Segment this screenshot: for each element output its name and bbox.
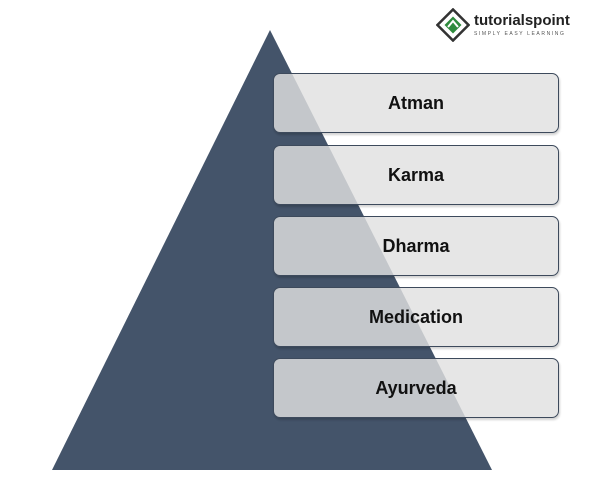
- logo-name: tutorialspoint: [474, 12, 570, 29]
- level-karma: Karma: [273, 145, 559, 205]
- logo-tagline: SIMPLY EASY LEARNING: [474, 31, 566, 37]
- level-label: Medication: [368, 306, 463, 327]
- level-label: Dharma: [382, 235, 450, 256]
- level-dharma: Dharma: [273, 216, 559, 276]
- level-ayurveda: Ayurveda: [273, 358, 559, 418]
- level-label: Karma: [387, 164, 445, 185]
- level-label: Ayurveda: [375, 377, 457, 398]
- level-atman: Atman: [273, 73, 559, 133]
- level-label: Atman: [387, 92, 444, 113]
- tutorialspoint-logo[interactable]: tutorialspoint SIMPLY EASY LEARNING: [436, 6, 586, 46]
- level-medication: Medication: [273, 287, 559, 347]
- tutorialspoint-logo-icon: [436, 8, 470, 42]
